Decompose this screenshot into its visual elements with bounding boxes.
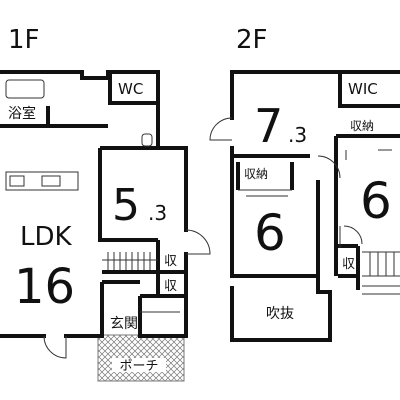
room-label-storage-c: 収 — [342, 257, 355, 272]
floor-2f: 2F — [209, 25, 400, 342]
room-label-entrance: 玄関 — [110, 315, 138, 332]
room-size-left: 6 — [254, 204, 286, 262]
interior-walls-1f — [0, 74, 186, 336]
room-size-main-2f-top: 7 — [254, 99, 283, 153]
room-label-wc: WC — [118, 80, 143, 98]
room-size-ldk: 16 — [14, 259, 75, 315]
room-label-wic: WIC — [348, 80, 378, 98]
interior-walls-2f — [232, 72, 400, 290]
porch-label-bg — [112, 358, 166, 372]
floor-label-1f: 1F — [8, 25, 40, 55]
floor-label-2f: 2F — [236, 25, 268, 55]
room-label-closet-right: 収納 — [350, 119, 374, 133]
room-size-frac-2f-top: .3 — [288, 123, 307, 147]
room-size-right: 6 — [360, 172, 392, 230]
walls-2f — [230, 70, 400, 342]
fixtures-1f — [5, 79, 211, 359]
room-label-storage-b: 収 — [164, 279, 177, 294]
fixtures-2f — [209, 117, 400, 295]
room-size-main-1f: 5 — [112, 180, 140, 231]
room-label-void: 吹抜 — [266, 306, 294, 322]
room-label-storage-a: 収 — [164, 254, 177, 269]
room-label-bath: 浴室 — [8, 105, 36, 122]
room-label-closet-left: 収納 — [244, 167, 268, 181]
floor-1f: 1F ポーチ — [0, 25, 211, 382]
porch-label: ポーチ — [119, 359, 158, 374]
room-label-ldk: LDK — [20, 222, 73, 252]
room-size-frac-1f: .3 — [148, 201, 167, 225]
